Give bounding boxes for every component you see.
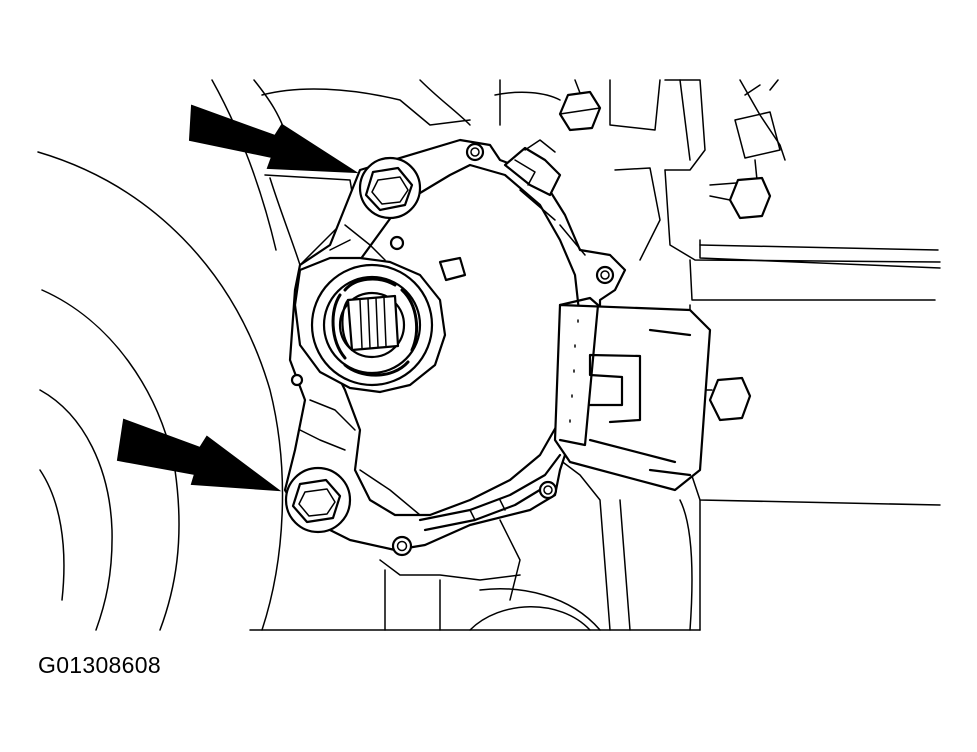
lower-mounting-bolt: [284, 466, 352, 534]
upper-arrow: [188, 104, 359, 174]
lower-arrow: [116, 418, 282, 492]
mounting-holes: [290, 142, 615, 557]
lower-housing: [249, 459, 701, 631]
electrical-connector: [553, 296, 712, 492]
housing-arcs: [37, 79, 289, 631]
right-bracket: [664, 79, 941, 631]
upper-mounting-bolt: [358, 156, 422, 220]
top-connector: [503, 139, 562, 197]
upper-housing: [261, 79, 661, 266]
background-bolt-middle: [699, 376, 752, 422]
background-bolt-right: [709, 176, 772, 220]
shaft-hub: [293, 256, 447, 394]
figure-caption: G01308608: [38, 652, 161, 678]
background-bolt-top: [558, 79, 602, 132]
